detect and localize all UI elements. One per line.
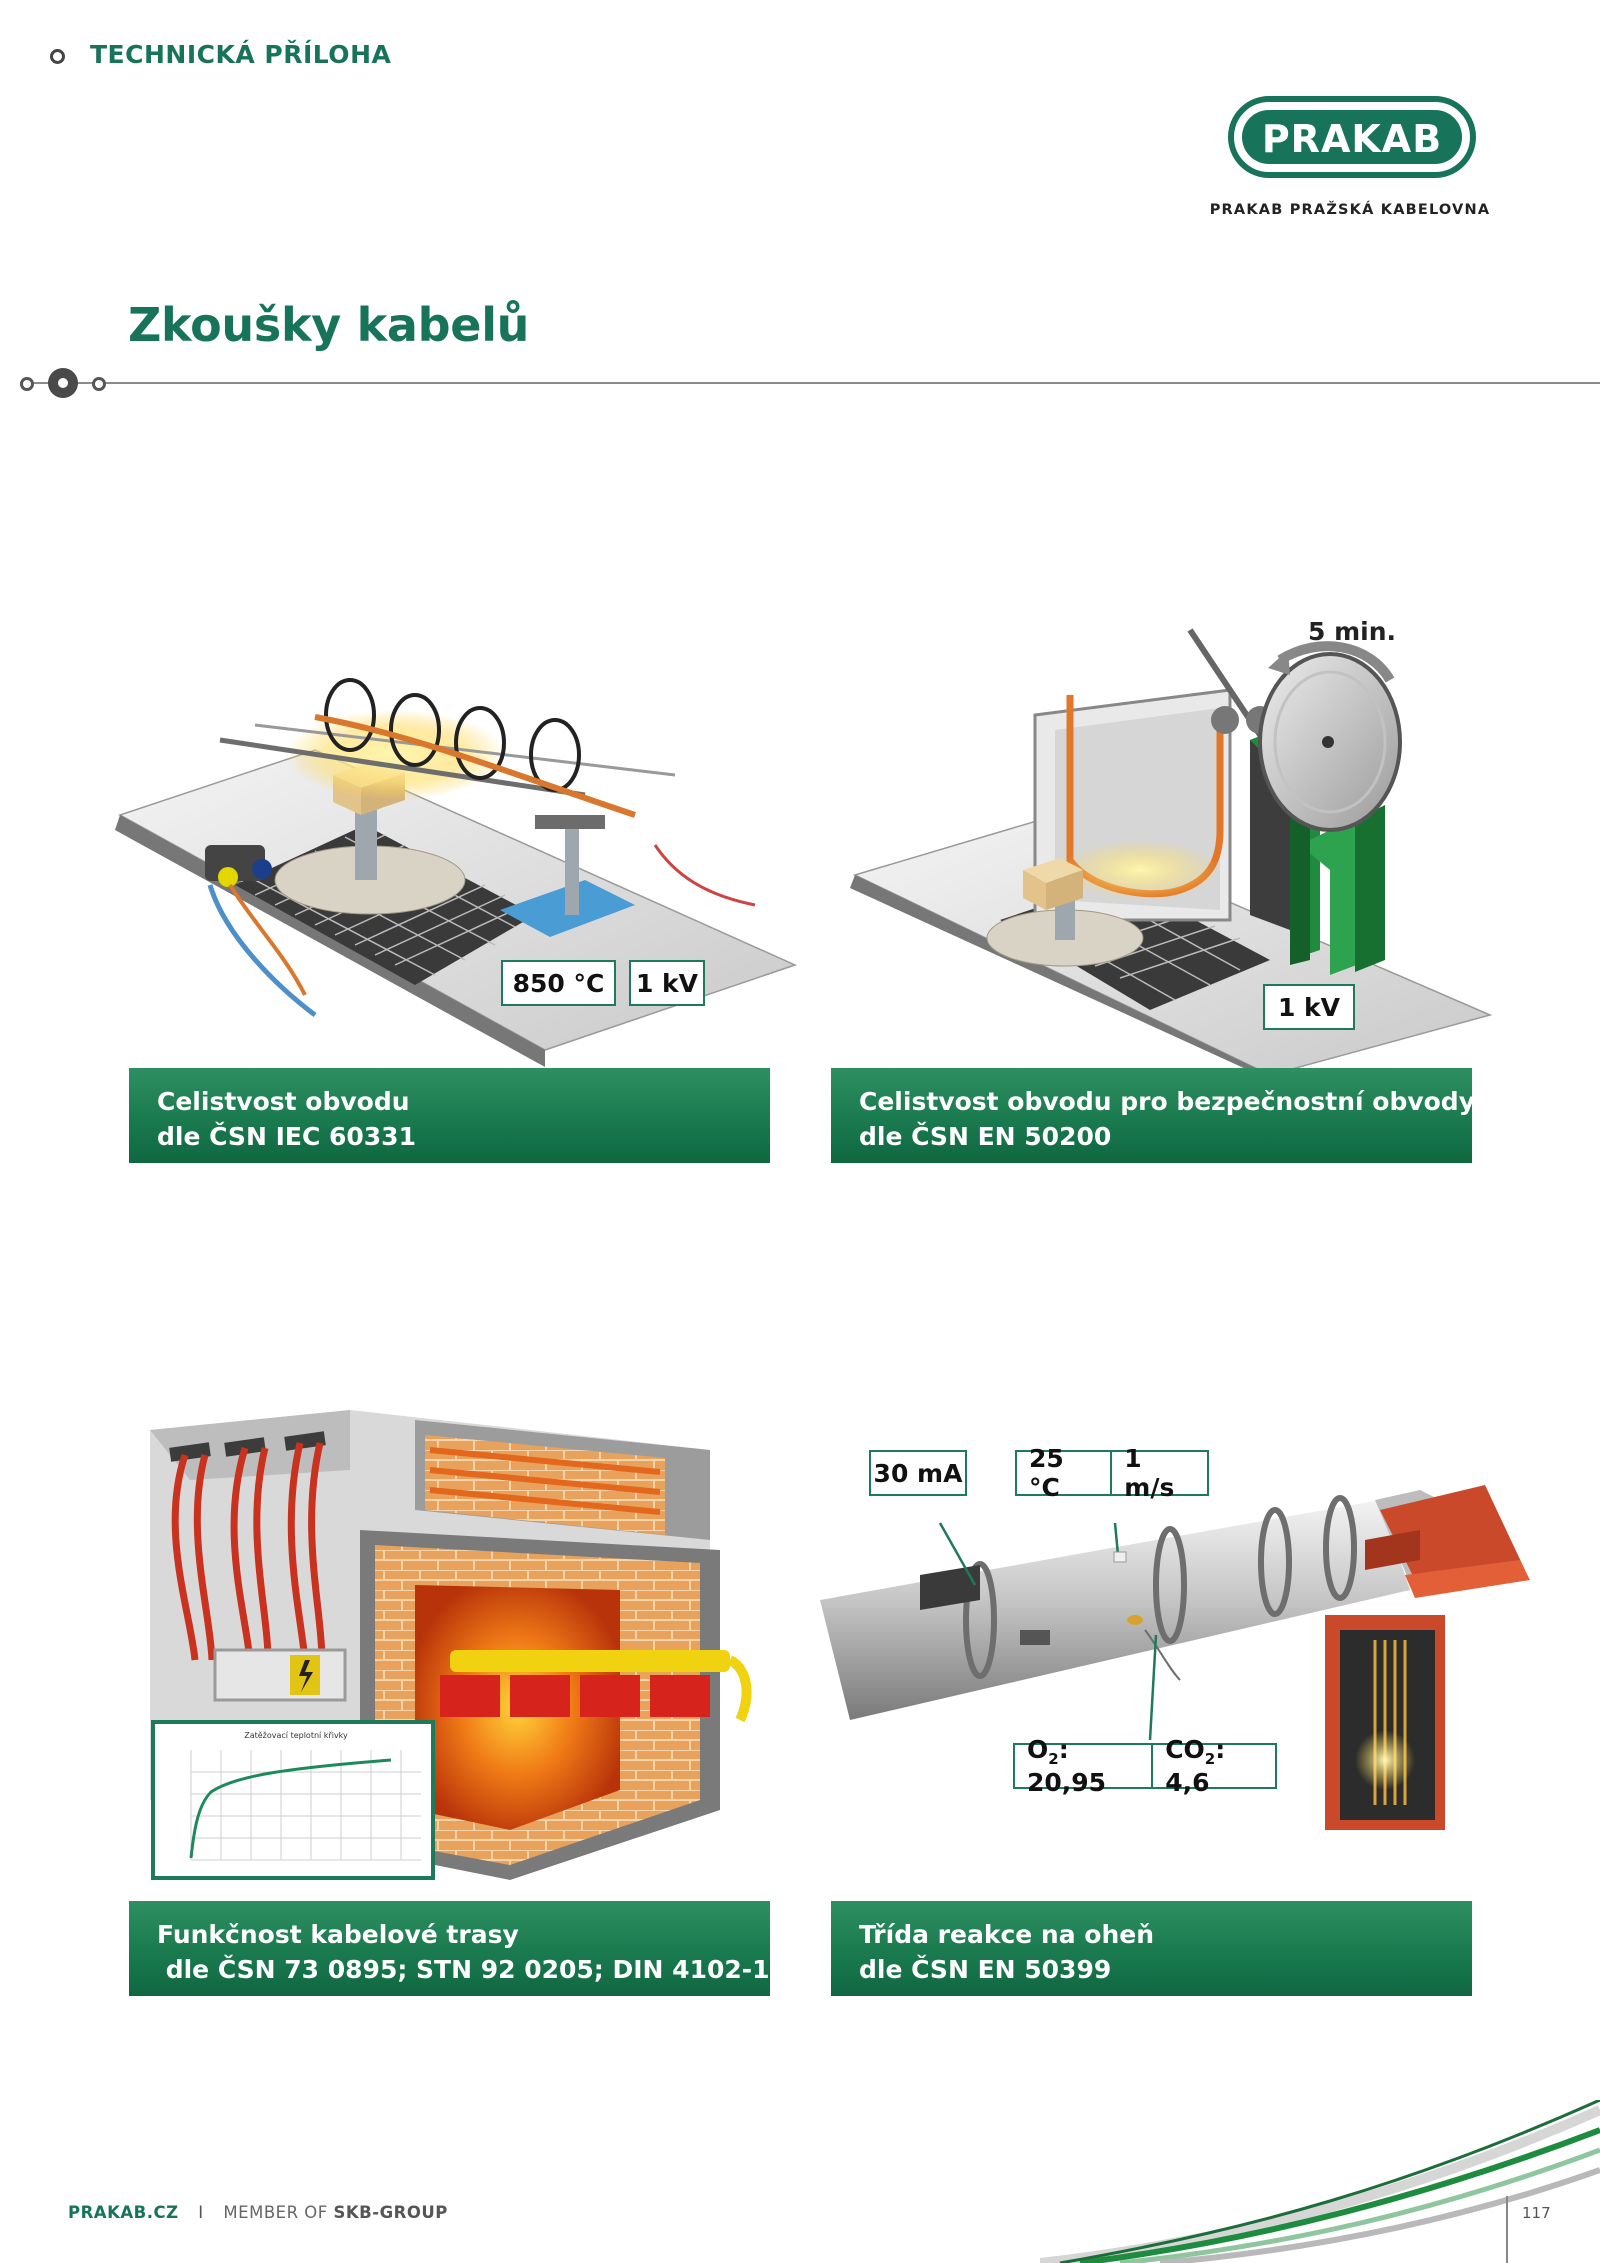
oxygen-symbol: O <box>1027 1735 1049 1764</box>
air-flow-value: 1 m/s <box>1124 1444 1175 1502</box>
ambient-values-box: 25 °C 1 m/s <box>1015 1444 1209 1502</box>
chart-title: Zatěžovací teplotní křivky <box>244 1731 348 1740</box>
section-label: TECHNICKÁ PŘÍLOHA <box>90 40 392 69</box>
caption-line: Třída reakce na oheň <box>859 1920 1155 1949</box>
load-temperature-chart: Zatěžovací teplotní křivky <box>151 1720 435 1880</box>
current-value: 30 mA <box>869 1450 967 1496</box>
illustration-en50399-duct <box>820 1485 1530 1830</box>
oxygen-value: O2: 20,95 <box>1015 1735 1151 1797</box>
caption-en50399: Třída reakce na oheň dle ČSN EN 50399 <box>831 1901 1472 1996</box>
footer-separator: I <box>198 2203 204 2222</box>
logo-graphic: PRAKAB <box>1228 96 1476 178</box>
caption-line: Celistvost obvodu pro bezpečnostní obvod… <box>859 1087 1476 1116</box>
divider-ring-icon <box>48 368 78 398</box>
caption-line: dle ČSN EN 50200 <box>859 1122 1112 1151</box>
caption-line: dle ČSN EN 50399 <box>859 1955 1112 1984</box>
caption-cable-route: Funkčnost kabelové trasy dle ČSN 73 0895… <box>129 1901 787 1996</box>
company-name: PRAKAB PRAŽSKÁ KABELOVNA <box>1209 202 1491 218</box>
co2-symbol: CO <box>1165 1735 1205 1764</box>
temperature-value: 25 °C <box>1029 1444 1064 1502</box>
page-title: Zkoušky kabelů <box>128 298 530 352</box>
page-number: 117 <box>1522 2204 1551 2222</box>
title-divider <box>20 382 1600 384</box>
oxygen-subscript: 2 <box>1048 1750 1059 1768</box>
illustration-en50200: 5 min. <box>850 620 1493 1080</box>
value-divider <box>1151 1745 1154 1787</box>
illustration-iec60331 <box>115 678 798 1067</box>
caption-en50200: Celistvost obvodu pro bezpečnostní obvod… <box>831 1068 1476 1163</box>
caption-line: Funkčnost kabelové trasy <box>157 1920 519 1949</box>
voltage-value: 1 kV <box>629 960 705 1006</box>
voltage-value: 1 kV <box>1263 984 1355 1030</box>
co2-number: : 4,6 <box>1165 1735 1226 1797</box>
divider-dot-icon <box>20 377 34 391</box>
caption-line: dle ČSN 73 0895; STN 92 0205; DIN 4102-1… <box>157 1955 787 1984</box>
bullet-icon <box>50 49 65 64</box>
prakab-logo: PRAKAB <box>1228 96 1476 178</box>
caption-line: dle ČSN IEC 60331 <box>157 1122 416 1151</box>
logo-text: PRAKAB <box>1262 117 1442 161</box>
oxygen-number: : 20,95 <box>1027 1735 1107 1797</box>
caption-line: Celistvost obvodu <box>157 1087 410 1116</box>
caption-iec60331: Celistvost obvodu dle ČSN IEC 60331 <box>129 1068 770 1163</box>
value-divider <box>1109 1452 1113 1494</box>
co2-value: CO2: 4,6 <box>1153 1735 1275 1797</box>
footer: PRAKAB.CZ I MEMBER OF SKB-GROUP <box>68 2203 448 2222</box>
gas-values-box: O2: 20,95 CO2: 4,6 <box>1013 1735 1277 1797</box>
page-number-divider <box>1506 2196 1508 2263</box>
footer-site-link[interactable]: PRAKAB.CZ <box>68 2203 179 2222</box>
decorative-cables <box>1040 2100 1600 2263</box>
co2-subscript: 2 <box>1204 1750 1216 1768</box>
timer-label: 5 min. <box>1308 620 1396 646</box>
temperature-value: 850 °C <box>501 960 616 1006</box>
footer-member-group: SKB-GROUP <box>333 2203 448 2222</box>
divider-dot-icon <box>92 377 106 391</box>
footer-member-prefix: MEMBER OF <box>223 2203 328 2222</box>
